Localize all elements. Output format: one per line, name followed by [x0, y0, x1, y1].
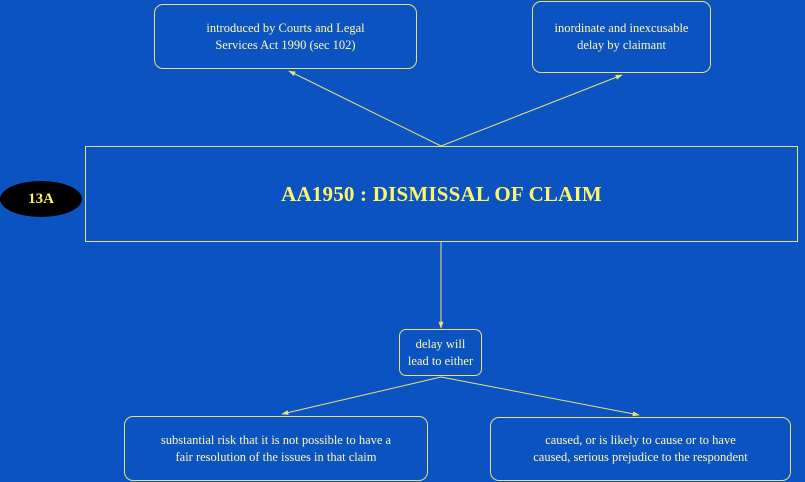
node-delay-will-text: delay will lead to either — [407, 336, 474, 368]
section-badge-label: 13A — [28, 190, 54, 207]
main-title: AA1950 : DISMISSAL OF CLAIM — [281, 181, 602, 206]
arrow-to-courts — [288, 70, 442, 147]
node-prejudice-text: caused, or is likely to cause or to have… — [533, 433, 748, 464]
section-badge: 13A — [0, 181, 82, 217]
node-risk-text: substantial risk that it is not possible… — [160, 432, 392, 464]
arrow-to-delay-claimant — [440, 74, 623, 147]
node-courts-text: introduced by Courts and Legal Services … — [206, 20, 365, 52]
arrow-to-risk — [281, 376, 442, 415]
node-substantial-risk: substantial risk that it is not possible… — [124, 416, 428, 481]
node-delay-by-claimant: inordinate and inexcusable delay by clai… — [532, 1, 711, 73]
main-title-box: AA1950 : DISMISSAL OF CLAIM — [85, 146, 798, 242]
node-courts-legal-services: introduced by Courts and Legal Services … — [154, 4, 417, 69]
node-serious-prejudice: caused, or is likely to cause or to have… — [490, 417, 791, 481]
node-delay-claimant-text: inordinate and inexcusable delay by clai… — [554, 21, 689, 52]
node-delay-will-lead: delay will lead to either — [399, 329, 482, 376]
arrow-to-prejudice — [440, 376, 640, 417]
